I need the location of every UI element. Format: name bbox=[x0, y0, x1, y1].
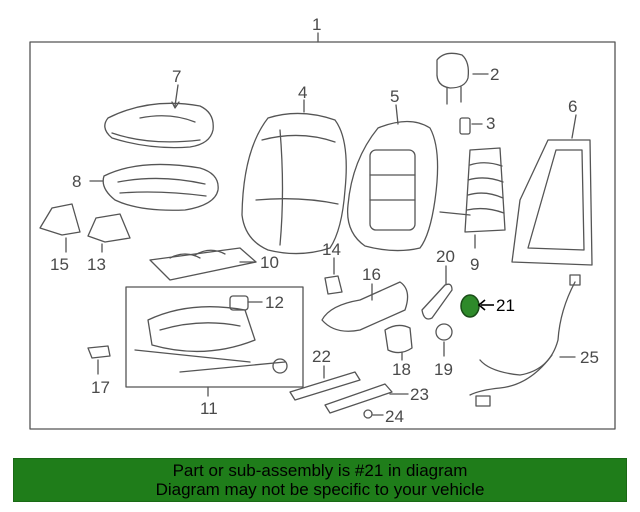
diagram-frame bbox=[29, 41, 616, 430]
callout-label: 2 bbox=[490, 65, 499, 84]
knob-18-part bbox=[384, 324, 413, 361]
notice-line-part: Part or sub-assembly is #21 in diagram bbox=[172, 461, 468, 480]
back-pad-part bbox=[346, 104, 439, 252]
fastener-14-part bbox=[324, 257, 343, 295]
headrest-part bbox=[436, 52, 489, 105]
callout-label: 22 bbox=[312, 347, 331, 366]
callout-label: 1 bbox=[312, 15, 321, 34]
callout-label: 14 bbox=[322, 240, 341, 259]
callout-label: 16 bbox=[362, 265, 381, 284]
track-assembly-part bbox=[134, 306, 288, 374]
callout-label: 4 bbox=[298, 83, 307, 102]
callout-label: 3 bbox=[486, 114, 495, 133]
plug-17-part bbox=[87, 345, 111, 375]
cushion-frame-part bbox=[89, 163, 219, 211]
callout-label: 18 bbox=[392, 360, 411, 379]
recline-handle-part bbox=[421, 265, 453, 320]
notice-line-disclaimer: Diagram may not be specific to your vehi… bbox=[155, 480, 485, 499]
bracket-15-part bbox=[39, 203, 81, 253]
callout-label: 13 bbox=[87, 255, 106, 274]
callout-label: 8 bbox=[72, 172, 81, 191]
back-frame-part bbox=[511, 114, 593, 266]
callout-label: 20 bbox=[436, 247, 455, 266]
callout-label: 24 bbox=[385, 407, 404, 426]
bracket-13-part bbox=[87, 213, 131, 253]
callout-label: 6 bbox=[568, 97, 577, 116]
callout-label: 17 bbox=[91, 378, 110, 397]
callout-label: 11 bbox=[200, 399, 218, 418]
wiring-harness-part bbox=[469, 274, 581, 407]
cushion-spring-part bbox=[149, 247, 257, 281]
callout-label-21: 21 bbox=[496, 296, 515, 315]
callout-label: 23 bbox=[410, 385, 429, 404]
parts-diagram: 1 2 3 4 5 6 7 8 9 10 11 12 13 14 15 16 1… bbox=[29, 15, 616, 430]
back-spring-part bbox=[439, 147, 506, 249]
callout-label: 5 bbox=[390, 87, 399, 106]
callout-label: 12 bbox=[265, 293, 284, 312]
rail-23-part bbox=[324, 383, 409, 414]
clip-24-part bbox=[363, 409, 384, 419]
side-shield-part bbox=[321, 281, 409, 332]
sub-frame-11 bbox=[125, 286, 304, 388]
callout-label: 10 bbox=[260, 253, 279, 272]
rail-22-part bbox=[289, 365, 361, 401]
motor-12-part bbox=[229, 295, 263, 311]
callout-label: 9 bbox=[470, 255, 479, 274]
callout-label: 7 bbox=[172, 67, 181, 86]
back-cover-part bbox=[241, 99, 347, 255]
callout-label: 25 bbox=[580, 348, 599, 367]
cushion-pad-part bbox=[104, 84, 214, 149]
highlighted-part-21 bbox=[460, 294, 494, 318]
notice-banner: Part or sub-assembly is #21 in diagram D… bbox=[13, 458, 627, 502]
cap-19-part bbox=[435, 323, 453, 357]
headrest-guide-part bbox=[459, 117, 483, 135]
callout-label: 15 bbox=[50, 255, 69, 274]
callout-label: 19 bbox=[434, 360, 453, 379]
